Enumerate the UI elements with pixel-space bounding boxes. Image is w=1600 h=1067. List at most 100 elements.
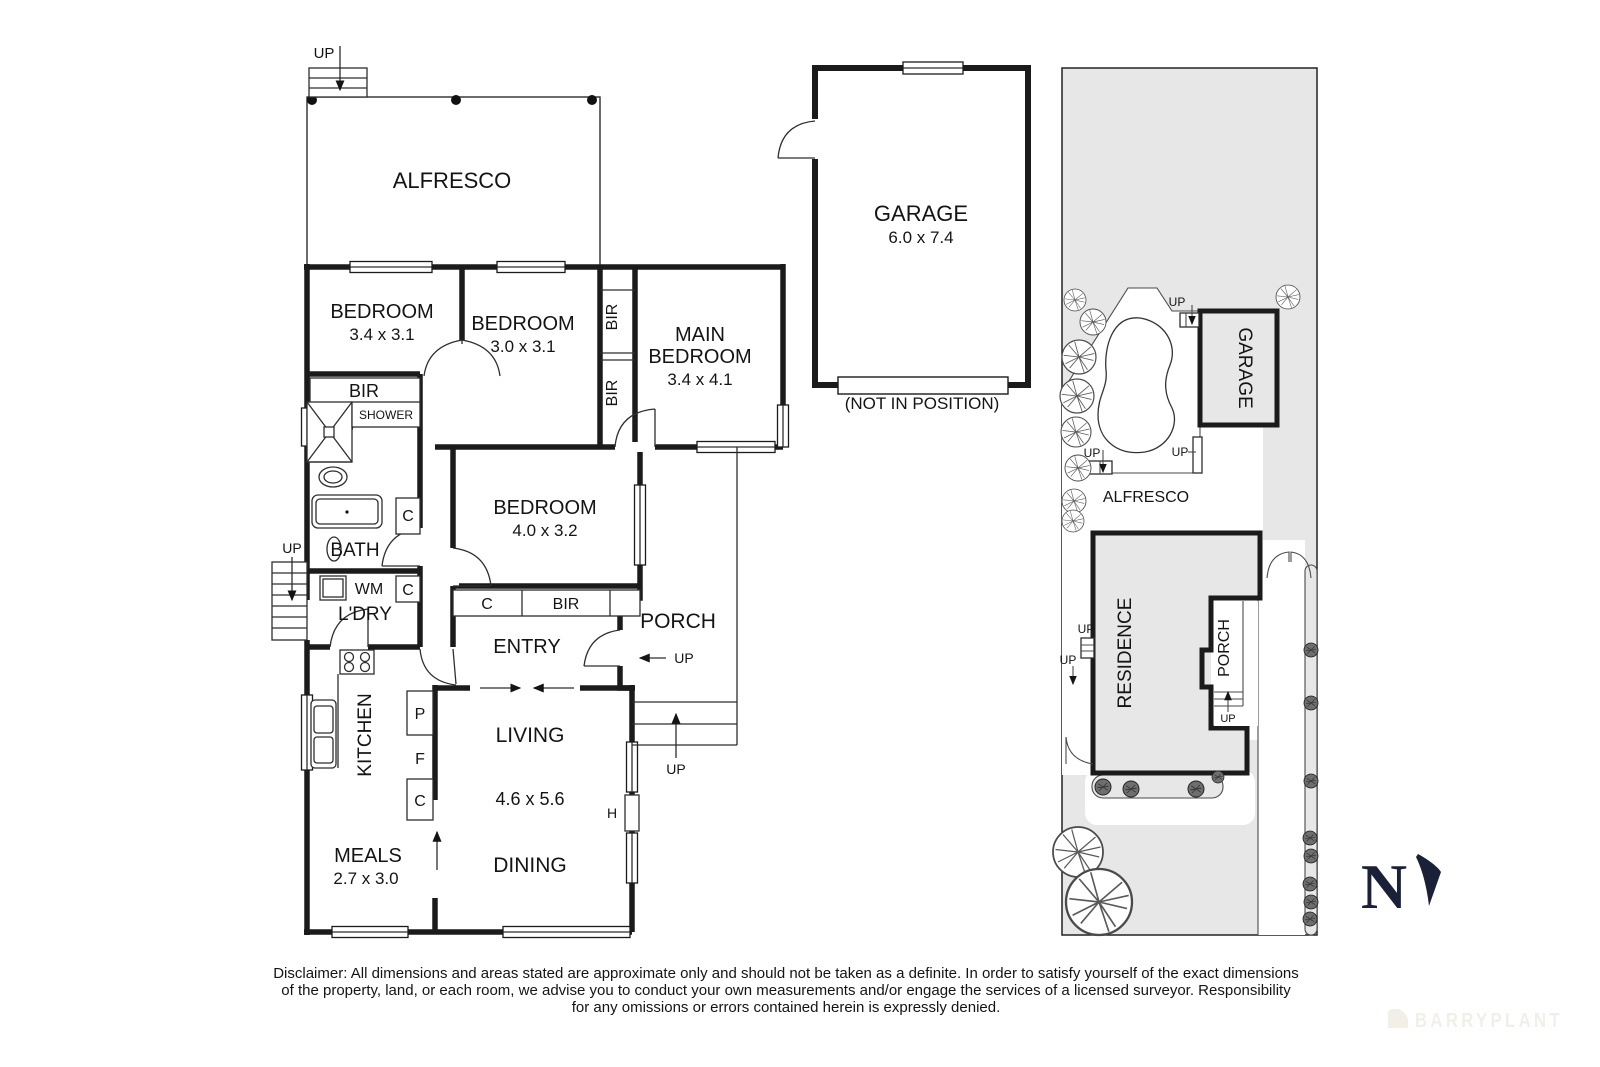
tree-icon — [1061, 509, 1085, 533]
site-door-arc — [1065, 736, 1094, 765]
mainbed-dims: 3.4 x 4.1 — [667, 370, 732, 389]
bed1-label: BEDROOM — [330, 301, 433, 323]
shrub-icon — [1303, 642, 1319, 658]
site-driveway — [1258, 540, 1305, 935]
site-stair-treads2 — [1081, 644, 1094, 652]
bed4-bir-label: BIR — [553, 596, 580, 613]
shrub-icon — [1303, 773, 1319, 789]
site-residence — [1090, 530, 1263, 776]
bir1-label: BIR — [604, 304, 621, 331]
toilet-bowl — [323, 470, 343, 484]
site-plan: GARAGE RESIDENCE PORCH UP ALFRESCO UP UP… — [1052, 67, 1319, 937]
disclaimer-line2: of the property, land, or each room, we … — [281, 982, 1291, 999]
meals-label: MEALS — [334, 845, 402, 867]
door-opening-mainbed — [615, 442, 655, 452]
site-garage-label: GARAGE — [1234, 327, 1255, 408]
bir2-label: BIR — [604, 380, 621, 407]
tree-icon — [1079, 308, 1107, 336]
garage-note: (NOT IN POSITION) — [845, 394, 1000, 413]
pantry-box — [406, 690, 434, 736]
site-stair-box2 — [1080, 637, 1095, 659]
ldry-label: L'DRY — [338, 604, 392, 625]
tree-icon — [1061, 488, 1087, 514]
garage-dims: 6.0 x 7.4 — [888, 228, 953, 247]
disclaimer-line3: for any omissions or errors contained he… — [572, 999, 1001, 1016]
porch-up: UP — [674, 650, 693, 666]
tree-icon — [1063, 288, 1087, 312]
site-alfresco-up-right: UP — [1172, 445, 1189, 459]
opening-meals — [429, 800, 441, 898]
tree-icon — [1060, 416, 1092, 448]
alfresco-stairs — [308, 67, 368, 98]
site-porch-area — [1214, 601, 1258, 726]
site-residence-up2: UP — [1060, 653, 1077, 667]
brand-label: BARRYPLANT — [1415, 1010, 1563, 1032]
site-residence-up1: UP — [1078, 622, 1095, 636]
burner — [359, 651, 371, 663]
tree-icon — [1064, 454, 1092, 482]
shower-label-box — [351, 401, 421, 428]
bed4-label: BEDROOM — [493, 497, 596, 519]
cupboard-box — [395, 497, 421, 535]
shower-drain — [323, 426, 335, 438]
tree-icon — [1061, 339, 1097, 375]
bed1-dims: 3.4 x 3.1 — [349, 325, 414, 344]
wm-label: WM — [355, 581, 383, 598]
door-opening-bath — [414, 528, 426, 566]
bir-label: BIR — [349, 381, 379, 401]
sink-bowl — [313, 705, 334, 734]
sink-bowl — [313, 736, 334, 764]
disclaimer-line1: Disclaimer: All dimensions and areas sta… — [273, 965, 1299, 982]
meals-dims: 2.7 x 3.0 — [333, 869, 398, 888]
site-porch-up: UP — [1220, 713, 1235, 725]
cupboard-label3: C — [414, 793, 426, 810]
watermark: BARRYPLANT — [1388, 1009, 1563, 1032]
garage-door-arc — [777, 120, 816, 159]
stove-icon — [339, 649, 375, 675]
shrub-icon — [1303, 848, 1319, 864]
tree-icon — [1275, 284, 1301, 310]
bathtub-drain — [345, 510, 349, 514]
site-garage — [1197, 308, 1280, 428]
windows — [300, 260, 790, 939]
burner — [343, 661, 355, 673]
porch-label: PORCH — [640, 610, 716, 633]
cupboard-box3 — [406, 778, 434, 821]
cupboard-label2: C — [402, 582, 414, 599]
bir-dividers — [600, 289, 635, 361]
door-opening-bed4 — [447, 548, 459, 586]
shrub-icon — [1303, 894, 1319, 910]
entry-label: ENTRY — [493, 636, 560, 658]
site-gate-arcs — [1266, 551, 1312, 579]
wm-inner — [322, 578, 344, 598]
site-porch-label: PORCH — [1216, 619, 1233, 677]
garage-walls — [812, 65, 1031, 388]
post-dot — [587, 95, 597, 105]
kitchen-label: KITCHEN — [355, 693, 376, 776]
porch-steps-up: UP — [666, 761, 685, 777]
shrub-icon — [1302, 830, 1318, 846]
shrub-icon — [1122, 780, 1140, 798]
bed4-c-label: C — [481, 596, 493, 613]
dining-label: DINING — [493, 854, 567, 877]
porch-steps — [632, 701, 737, 746]
living-label: LIVING — [496, 724, 565, 747]
alfresco-label: ALFRESCO — [393, 168, 512, 193]
site-alfresco-up-left: UP — [1084, 446, 1101, 460]
site-alfresco-label: ALFRESCO — [1103, 489, 1189, 506]
bed4-closets — [452, 589, 641, 617]
detached-garage-plan: GARAGE 6.0 x 7.4 (NOT IN POSITION) — [777, 61, 1031, 413]
brand-logo-icon — [1388, 1009, 1408, 1028]
compass: N — [1361, 851, 1441, 922]
heater-label: H — [607, 805, 617, 821]
bed2-label: BEDROOM — [471, 313, 574, 335]
cupboard-label: C — [402, 508, 414, 525]
basin-icon — [326, 536, 342, 562]
opening-living — [470, 682, 580, 694]
alfresco-up: UP — [314, 45, 335, 62]
bed2-dims: 3.0 x 3.1 — [490, 337, 555, 356]
pantry-label: P — [415, 706, 426, 723]
living-dims: 4.6 x 5.6 — [495, 789, 564, 809]
